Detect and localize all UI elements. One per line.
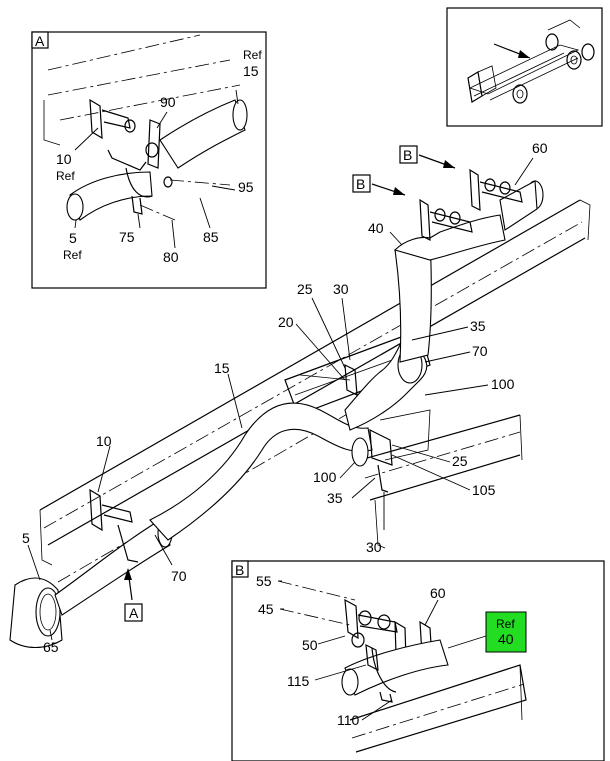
label-60: 60 xyxy=(532,140,548,156)
label-a-80: 80 xyxy=(163,249,179,265)
label-100-upper: 100 xyxy=(491,376,515,392)
label-a-85: 85 xyxy=(203,229,219,245)
detail-b-tag-box xyxy=(231,560,249,578)
label-10: 10 xyxy=(96,433,112,449)
label-a-10: 10 xyxy=(56,151,72,167)
detail-a-tag: A xyxy=(35,33,45,49)
detail-a-tag-box xyxy=(31,31,49,49)
label-a-15: 15 xyxy=(243,63,259,79)
label-a-ref15-ref: Ref xyxy=(243,48,262,62)
ref-40-highlight-box[interactable] xyxy=(485,611,527,653)
label-35-upper: 35 xyxy=(470,318,486,334)
label-30-upper: 30 xyxy=(333,281,349,297)
label-a-90: 90 xyxy=(160,94,176,110)
detail-b-view: B 55 45 60 50 115 110 xyxy=(231,560,605,761)
label-70-upper: 70 xyxy=(472,343,488,359)
label-a-10-ref: Ref xyxy=(56,169,75,183)
tag-b-upper-box xyxy=(399,145,418,164)
label-25-lower: 25 xyxy=(452,453,468,469)
main-assembly-view: B B A 60 40 25 30 35 20 70 15 100 10 25 xyxy=(9,140,591,655)
label-a-95: 95 xyxy=(238,179,254,195)
tag-b-upper: B xyxy=(403,147,412,163)
vehicle-overview-inset xyxy=(446,7,603,127)
label-15: 15 xyxy=(214,360,230,376)
label-b-55: 55 xyxy=(256,573,272,589)
label-20: 20 xyxy=(278,314,294,330)
label-70-lower: 70 xyxy=(171,568,187,584)
label-a-5-ref: Ref xyxy=(63,248,82,262)
label-b-40: 40 xyxy=(498,631,514,647)
detail-a-view: A Ref 15 90 10 Ref xyxy=(31,31,267,289)
label-b-60: 60 xyxy=(430,585,446,601)
tag-b-lower: B xyxy=(356,176,365,192)
tag-a-box xyxy=(124,603,143,622)
label-a-75: 75 xyxy=(119,229,135,245)
detail-b-tag: B xyxy=(235,562,244,578)
label-b-ref40-ref: Ref xyxy=(496,617,515,631)
label-b-115: 115 xyxy=(287,673,310,689)
label-35-lower: 35 xyxy=(327,490,343,506)
tag-a: A xyxy=(129,605,139,621)
label-b-50: 50 xyxy=(302,637,318,653)
label-30-lower: 30 xyxy=(366,539,382,555)
tag-b-lower-box xyxy=(352,174,371,193)
label-100-lower: 100 xyxy=(313,469,337,485)
label-5: 5 xyxy=(22,530,30,546)
label-b-45: 45 xyxy=(258,601,274,617)
label-105: 105 xyxy=(472,482,496,498)
label-b-110: 110 xyxy=(337,712,360,728)
label-25-upper: 25 xyxy=(297,281,313,297)
label-65: 65 xyxy=(43,639,59,655)
label-40: 40 xyxy=(368,220,384,236)
label-a-5: 5 xyxy=(69,230,77,246)
